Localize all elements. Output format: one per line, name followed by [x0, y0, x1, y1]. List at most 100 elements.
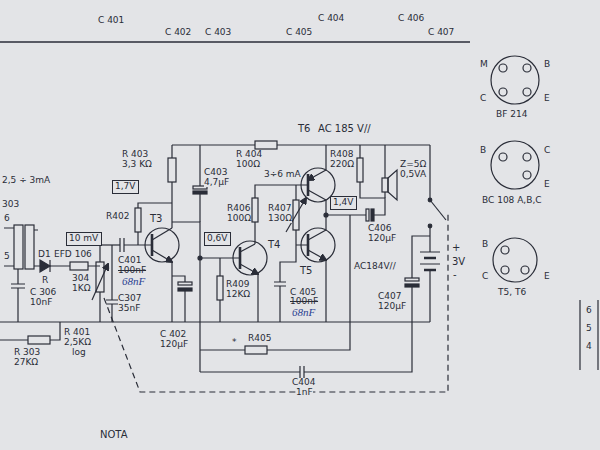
part-label: 5	[4, 252, 10, 261]
part-label: R 404	[236, 150, 262, 159]
capacitor-symbol	[178, 282, 192, 285]
pinout-figure	[523, 153, 531, 161]
transistor-symbol	[152, 250, 172, 262]
part-label: T5	[300, 266, 312, 276]
part-label: R402	[106, 212, 129, 221]
part-label: 6	[4, 214, 10, 223]
wire	[324, 213, 328, 217]
transistor-symbol	[145, 168, 335, 275]
part-label: C404	[292, 378, 315, 387]
part-label: 3,3 KΩ	[122, 160, 152, 169]
capacitor-symbol	[11, 186, 419, 378]
part-label: 100nF	[118, 266, 146, 275]
wire	[384, 145, 385, 198]
transistor-symbol	[240, 244, 255, 252]
transistor-symbol	[233, 241, 267, 275]
wire	[17, 269, 18, 322]
part-label: R 401	[64, 328, 90, 337]
wire	[429, 145, 430, 322]
part-label: B	[544, 60, 550, 69]
frame-line	[0, 42, 470, 43]
diode-symbol	[40, 260, 50, 272]
part-label: 304	[72, 274, 89, 283]
part-label: NOTA	[100, 430, 128, 440]
part-label: C307	[118, 294, 141, 303]
pinout-figure	[499, 64, 507, 72]
voltage-value: 1,4V	[333, 198, 354, 208]
resistor-symbol	[217, 276, 223, 300]
capacitor-symbol	[405, 284, 419, 287]
part-label: B	[480, 146, 486, 155]
part-label: B	[482, 240, 488, 249]
capacitor-symbol	[371, 209, 374, 221]
part-label: 0,5VA	[400, 170, 426, 179]
part-label: C	[480, 94, 486, 103]
capacitor-symbol	[106, 300, 118, 304]
part-label: D1	[38, 250, 51, 259]
wire	[198, 256, 202, 260]
capacitor-symbol	[366, 209, 369, 221]
pinout-figure	[523, 88, 531, 96]
transistor-symbol	[145, 228, 179, 262]
voltage-value: 1,7V	[115, 182, 136, 192]
resistor-symbol	[245, 346, 267, 354]
part-label: *	[232, 338, 237, 347]
part-label: 1KΩ	[72, 284, 91, 293]
resistor-symbol	[28, 141, 363, 354]
pinout-figure	[523, 64, 531, 72]
part-label: C 405	[290, 288, 316, 297]
part-label: M	[480, 60, 488, 69]
part-label: EFD 106	[54, 250, 92, 259]
speaker-symbol	[382, 178, 388, 192]
voltage-box: 1,7V	[112, 180, 139, 194]
part-label: 2,5KΩ	[64, 338, 91, 347]
part-label: C407	[378, 292, 401, 301]
wire	[200, 215, 412, 372]
part-label: C 404	[318, 14, 344, 23]
voltage-box: 0,6V	[204, 232, 231, 246]
part-label: 2,5 ÷ 3mA	[2, 176, 50, 185]
transistor-symbol	[308, 190, 326, 200]
resistor-symbol	[252, 198, 258, 222]
capacitor-symbol	[274, 282, 286, 286]
part-label: C 401	[98, 16, 124, 25]
part-label: C 407	[428, 28, 454, 37]
wire	[138, 203, 172, 245]
part-label: C 402	[165, 28, 191, 37]
wire	[359, 145, 360, 158]
speaker-symbol	[382, 170, 397, 200]
part-label: T3	[150, 214, 162, 224]
part-label: 120μF	[368, 234, 396, 243]
pinout-figure	[491, 141, 539, 189]
part-label: 303	[2, 200, 19, 209]
pinout-figure	[521, 266, 529, 274]
part-label: 1nF	[296, 388, 313, 397]
capacitor-symbol	[120, 238, 124, 252]
capacitor-symbol	[11, 284, 25, 288]
part-label: 130Ω	[268, 214, 292, 223]
switch-symbol	[428, 198, 432, 202]
wire	[4, 228, 38, 266]
part-label: C 402	[160, 330, 186, 339]
part-label: C 406	[398, 14, 424, 23]
part-label: T6	[298, 124, 310, 134]
wire	[325, 145, 326, 322]
capacitor-symbol	[300, 366, 304, 378]
part-label: R	[42, 276, 48, 285]
pinout-figure	[493, 238, 537, 282]
part-label: R409	[226, 280, 249, 289]
potentiometer-symbol	[92, 198, 306, 300]
wire	[412, 236, 430, 322]
potentiometer-symbol	[92, 264, 108, 300]
battery-symbol	[424, 258, 436, 270]
resistor-symbol	[255, 141, 277, 149]
part-label: R 303	[14, 348, 40, 357]
part-label: log	[72, 348, 86, 357]
part-label: 120μF	[160, 340, 188, 349]
wire	[219, 258, 220, 322]
part-label: 3÷6 mA	[264, 170, 301, 179]
wire	[0, 321, 430, 322]
part-label: 5	[586, 324, 592, 333]
part-label: 68nF	[122, 276, 145, 287]
